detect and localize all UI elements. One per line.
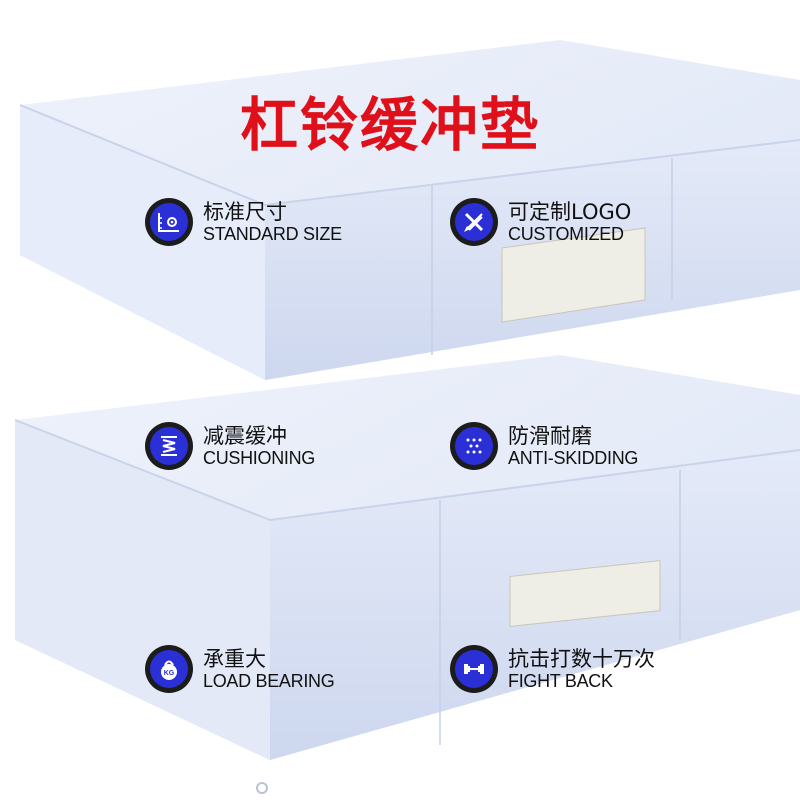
feature-load-bearing: KG 承重大 LOAD BEARING (145, 645, 335, 693)
bottom-pad (14, 355, 800, 794)
spring-icon (145, 422, 193, 470)
feature-label-en: STANDARD SIZE (203, 223, 342, 244)
top-pad (19, 40, 800, 380)
feature-customized: 可定制LOGO CUSTOMIZED (450, 198, 631, 246)
dumbbell-icon (450, 645, 498, 693)
feature-anti-skidding: 防滑耐磨 ANTI-SKIDDING (450, 422, 638, 470)
feature-label-en: LOAD BEARING (203, 670, 335, 691)
feature-label-en: FIGHT BACK (508, 670, 613, 691)
feature-label-cn: 减震缓冲 (203, 423, 287, 448)
feature-cushioning: 减震缓冲 CUSHIONING (145, 422, 315, 470)
feature-label-cn: 承重大 (203, 646, 266, 671)
feature-label-cn: 防滑耐磨 (508, 423, 592, 448)
feature-standard-size: 标准尺寸 STANDARD SIZE (145, 198, 342, 246)
feature-label-cn: 可定制LOGO (508, 199, 632, 224)
feature-fight-back: 抗击打数十万次 FIGHT BACK (450, 645, 655, 693)
product-title: 杠铃缓冲垫 (239, 91, 540, 159)
feature-label-en: CUSTOMIZED (508, 223, 624, 244)
feature-label-cn: 标准尺寸 (203, 199, 287, 224)
bottom-pad-handle (509, 560, 661, 627)
svg-text:KG: KG (164, 670, 175, 677)
ruler-gear-icon (145, 198, 193, 246)
textured-surface-icon (450, 422, 498, 470)
feature-label-cn: 抗击打数十万次 (508, 646, 655, 671)
feature-label-en: ANTI-SKIDDING (508, 447, 639, 468)
pencil-ruler-icon (450, 198, 498, 246)
kettlebell-kg-icon: KG (145, 645, 193, 693)
top-pad-handle (501, 227, 646, 323)
feature-label-en: CUSHIONING (203, 447, 316, 468)
